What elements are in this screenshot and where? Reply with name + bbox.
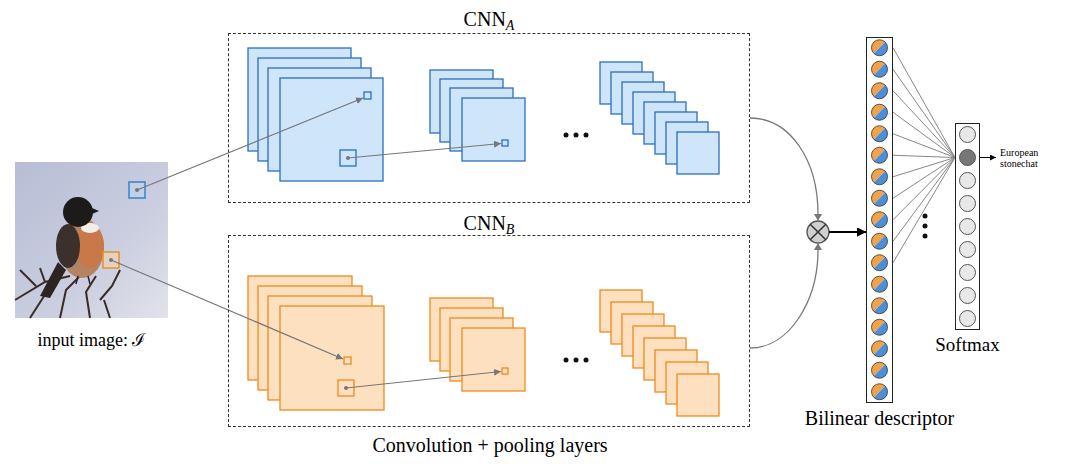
feature-map bbox=[280, 306, 384, 410]
connector-line bbox=[750, 250, 818, 348]
connector-line bbox=[893, 48, 955, 263]
bird-legs bbox=[76, 276, 90, 284]
bird-tail bbox=[40, 262, 66, 298]
bird-photo bbox=[15, 162, 168, 318]
feature-map bbox=[462, 98, 525, 161]
receptive-field bbox=[502, 368, 508, 374]
receptive-field bbox=[502, 140, 508, 146]
photo-background bbox=[15, 162, 168, 318]
feature-map bbox=[280, 78, 383, 181]
ellipsis-dots bbox=[564, 358, 589, 363]
subscript: A bbox=[506, 18, 515, 33]
bird-beak bbox=[92, 208, 99, 214]
connector-line bbox=[829, 231, 866, 233]
vertical-ellipsis bbox=[923, 214, 928, 239]
arrow-head bbox=[814, 243, 822, 250]
connector bbox=[750, 118, 866, 232]
softmax-column: Softmax bbox=[955, 123, 980, 330]
input-image: input image: ℐ bbox=[15, 162, 168, 318]
receptive-field bbox=[364, 92, 371, 99]
connector-line bbox=[829, 231, 866, 233]
cnn-box: CNNA bbox=[228, 33, 750, 203]
bird-head bbox=[63, 197, 93, 227]
bird-breast bbox=[76, 224, 104, 268]
image-caption: input image: ℐ bbox=[38, 330, 146, 351]
feature-map bbox=[677, 374, 719, 416]
class-label: European stonechat bbox=[1000, 147, 1058, 169]
connector bbox=[750, 232, 866, 348]
column-caption: Bilinear descriptor bbox=[805, 407, 954, 430]
layer-caption: Convolution + pooling layers bbox=[372, 434, 607, 457]
output-arrow bbox=[980, 157, 996, 158]
network-title: CNNA bbox=[464, 8, 515, 31]
pooling-arrow bbox=[346, 372, 501, 389]
arrow-head bbox=[814, 214, 822, 221]
connector bbox=[137, 98, 363, 190]
network-title: CNNB bbox=[464, 212, 515, 235]
receptive-field bbox=[344, 357, 351, 364]
bird-wing bbox=[56, 224, 80, 268]
pooling-arrow bbox=[348, 144, 501, 159]
softmax-units bbox=[960, 127, 976, 327]
feature-map bbox=[462, 328, 525, 391]
feature-map bbox=[677, 132, 719, 174]
connector bbox=[893, 48, 955, 263]
branches bbox=[15, 268, 120, 318]
outer-product-symbol bbox=[807, 221, 829, 243]
descriptor-column: Bilinear descriptor bbox=[866, 37, 893, 403]
ellipsis-dots bbox=[564, 133, 589, 138]
connector-line bbox=[111, 260, 343, 359]
feature-maps-b bbox=[248, 276, 719, 416]
descriptor-cells bbox=[868, 36, 891, 403]
subscript: B bbox=[506, 222, 515, 237]
feature-maps-a bbox=[248, 48, 719, 181]
cnn-box: CNNB bbox=[228, 235, 750, 427]
connector-line bbox=[750, 118, 818, 214]
connector bbox=[111, 260, 343, 359]
column-caption: Softmax bbox=[935, 334, 999, 356]
connector-line bbox=[137, 98, 363, 190]
